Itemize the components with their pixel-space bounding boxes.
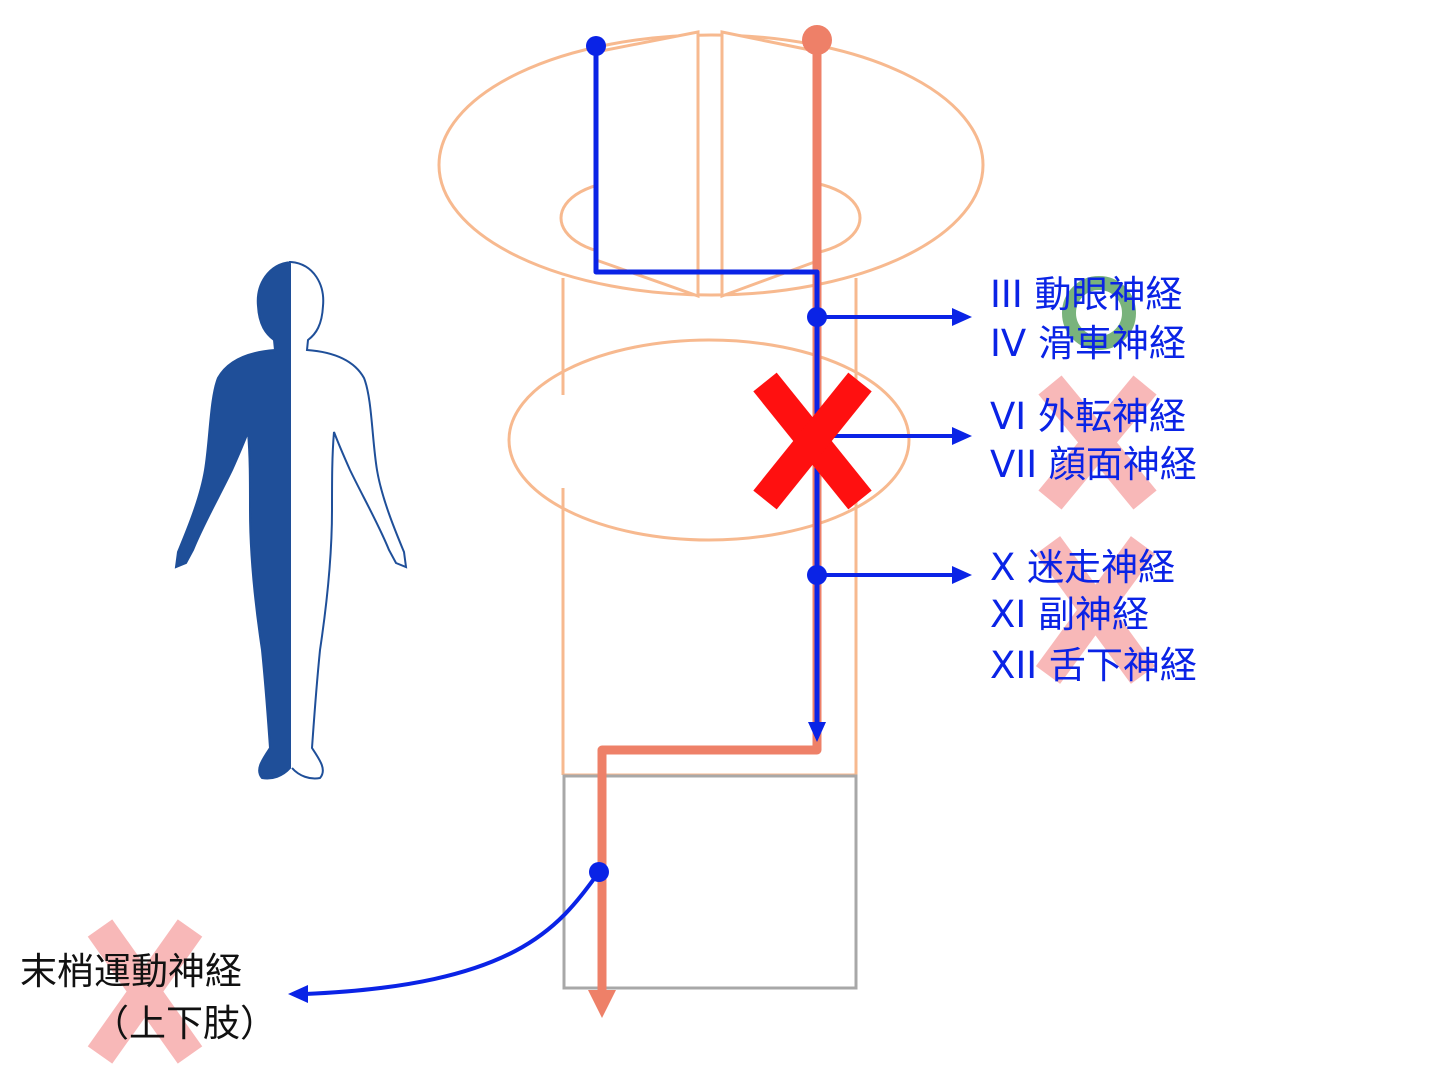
preserved-o-mark: [1062, 276, 1136, 350]
nerve-label-accessory: XI 副神経: [990, 593, 1150, 636]
peripheral-branch-dot: [589, 862, 609, 882]
pons-ellipse: [507, 338, 911, 542]
left-cerebral-column: [594, 30, 700, 299]
nerve-label-vagus: X 迷走神経: [990, 546, 1176, 589]
nerve-label-facial: VII 顔面神経: [990, 443, 1197, 486]
salmon-path-origin: [802, 25, 832, 55]
pink-x-group-2: [1038, 375, 1157, 510]
figure-left-half: [174, 261, 292, 780]
branch-arrow-1: [952, 308, 972, 326]
pink-x-peripheral: [87, 919, 203, 1064]
brainstem-outline: [437, 30, 985, 777]
midbrain-ellipse: [437, 33, 985, 297]
branch-arrow-2: [952, 427, 972, 445]
nerve-label-oculomotor: III 動眼神経: [990, 273, 1183, 316]
peripheral-branch-curve: [304, 870, 601, 996]
corticobulbar-path: [288, 36, 972, 1003]
branch-dot-1: [807, 307, 827, 327]
nerve-label-abducens: VI 外転神経: [990, 395, 1186, 438]
pink-x2-b: [1038, 375, 1157, 510]
peripheral-label-line2: （上下肢）: [92, 1002, 277, 1045]
pink-x3-b: [1035, 536, 1156, 684]
blue-down-arrowhead: [808, 722, 826, 742]
figure-right-half: [290, 261, 408, 780]
branch-arrow-3: [952, 566, 972, 584]
blue-path-origin: [586, 36, 606, 56]
nerve-label-hypoglossal: XII 舌下神経: [990, 644, 1197, 687]
salmon-arrowhead: [588, 990, 616, 1018]
nerve-label-trochlear: IV 滑車神経: [990, 322, 1186, 365]
branch-dot-3: [807, 565, 827, 585]
pink-x-group-3: [1035, 536, 1156, 684]
peripheral-label-line1: 末梢運動神経: [20, 950, 242, 993]
lesion-x-stroke-2: [753, 372, 872, 510]
peripheral-arrowhead: [288, 985, 308, 1003]
pink-xp-b: [87, 919, 203, 1064]
blue-path-line: [593, 46, 820, 725]
lesion-x-mark: [753, 372, 872, 510]
human-figure-icon: [174, 261, 408, 780]
spinal-cord-box: [562, 774, 858, 990]
right-cerebral-column: [720, 30, 822, 299]
